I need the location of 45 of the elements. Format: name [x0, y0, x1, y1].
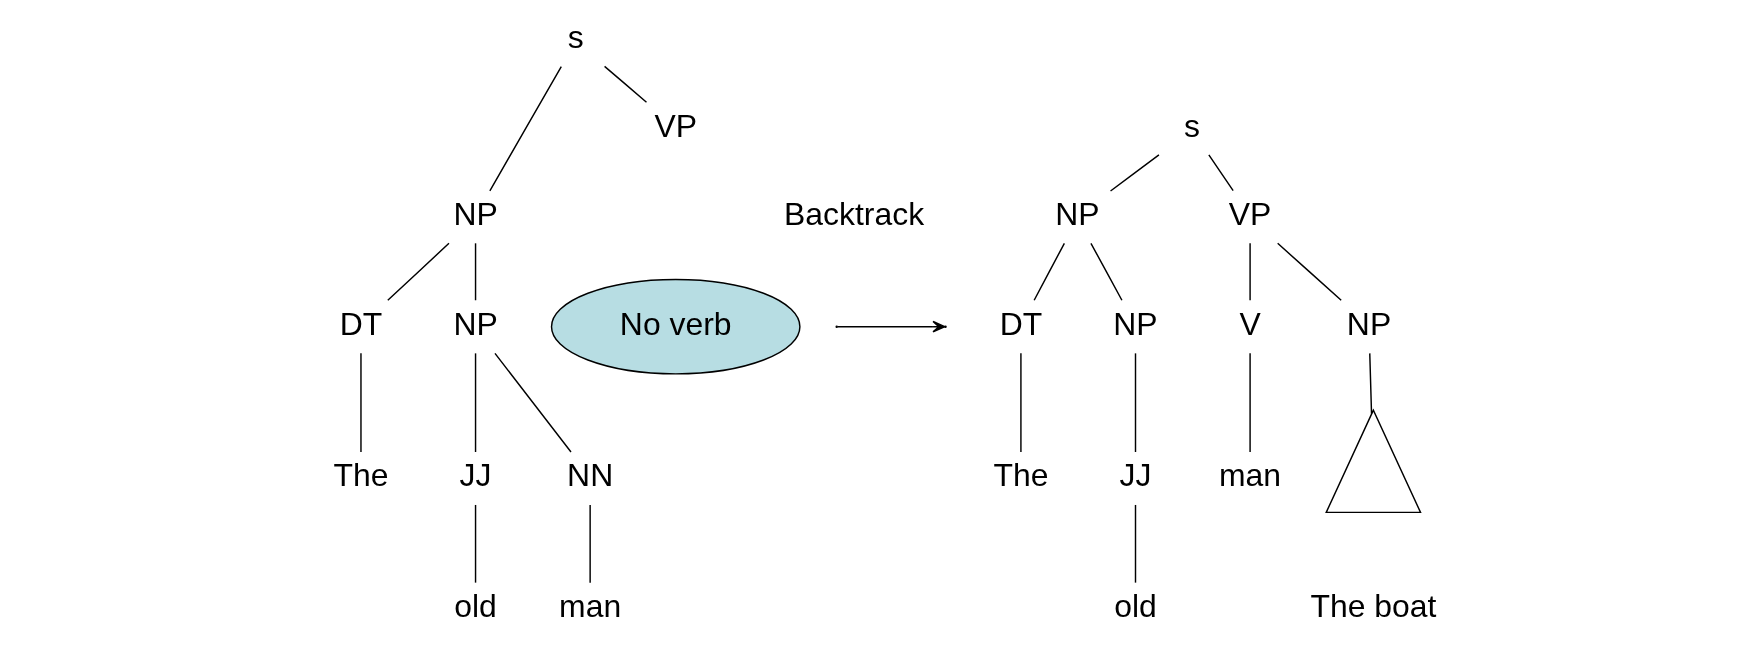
node-text: JJ [459, 457, 491, 494]
node-text: JJ [1119, 457, 1151, 494]
connector [1134, 352, 1136, 453]
node-text: The [332, 457, 388, 494]
node-text: The [992, 457, 1048, 494]
node-text: man [558, 587, 621, 624]
connector [1248, 242, 1251, 301]
connector [1368, 352, 1372, 415]
connector [1248, 352, 1251, 453]
connector [474, 504, 476, 584]
node-text: NP [452, 196, 498, 233]
connector [474, 352, 476, 453]
node-triangle [1324, 408, 1422, 514]
node-text: DT [339, 305, 382, 342]
node-text: NP [452, 305, 498, 342]
node-text: old [1113, 587, 1157, 624]
connector [1276, 242, 1342, 301]
connector [386, 242, 450, 301]
node-text: V [1238, 305, 1261, 342]
node-text: VP [1228, 196, 1271, 233]
connector [603, 65, 647, 103]
connector [1019, 352, 1022, 453]
node-text: NN [566, 457, 613, 494]
node-label: The boat [1309, 587, 1436, 624]
connector [1207, 154, 1234, 192]
connector [1109, 154, 1160, 192]
connector [1134, 504, 1136, 584]
node-text: man [1218, 457, 1281, 494]
node-text: NP [1346, 305, 1391, 342]
connector [474, 242, 476, 301]
connector [493, 352, 572, 453]
connector [359, 352, 362, 453]
connector [588, 504, 591, 584]
node-ellipse: No verb [550, 278, 801, 375]
node-text: DT [999, 305, 1042, 342]
node-text: s [567, 19, 584, 56]
node-text: NP [1112, 305, 1158, 342]
node-text: s [1183, 107, 1200, 144]
connector [1089, 242, 1123, 301]
connector [1032, 242, 1065, 301]
node-text: VP [653, 107, 697, 144]
connector [488, 65, 562, 192]
label: Backtrack [783, 196, 924, 233]
node-text: NP [1054, 196, 1100, 233]
node-text: old [453, 587, 497, 624]
